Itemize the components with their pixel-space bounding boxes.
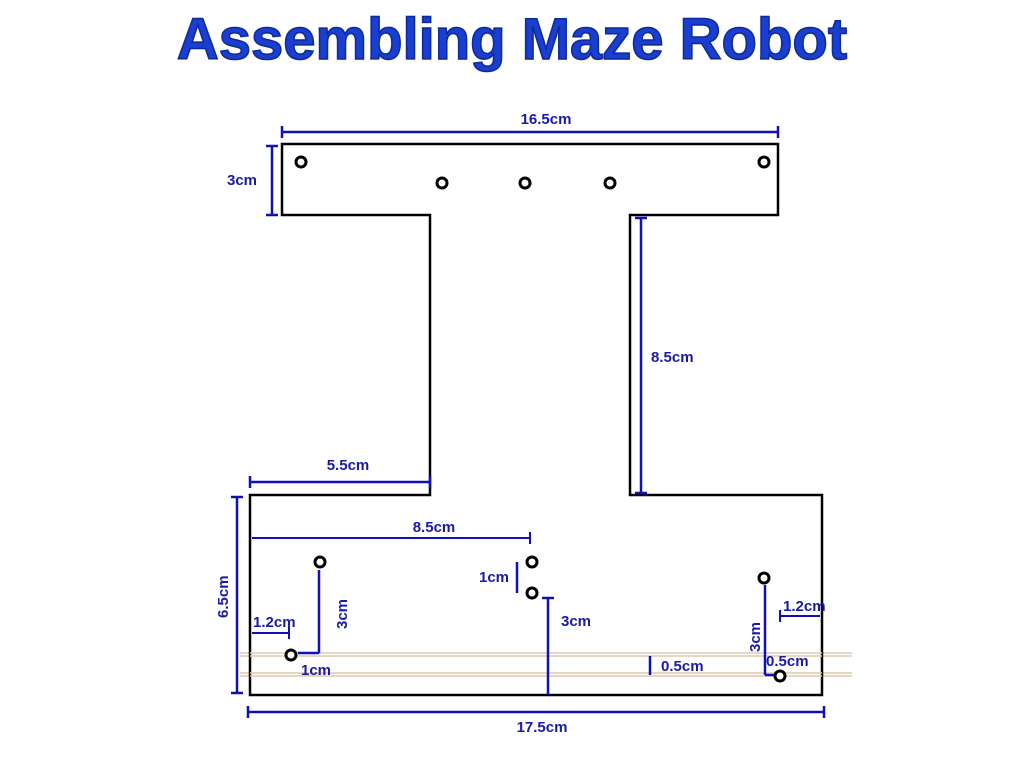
page-title: Assembling Maze Robot xyxy=(176,6,848,73)
dimension-label: 8.5cm xyxy=(413,519,456,536)
dimension-label: 3cm xyxy=(334,599,351,629)
mount-hole xyxy=(757,571,771,585)
mount-hole xyxy=(294,155,308,169)
mount-hole xyxy=(313,555,327,569)
mount-hole xyxy=(435,176,449,190)
dimension-label: 8.5cm xyxy=(651,349,694,366)
dimension-label: 0.5cm xyxy=(766,653,809,670)
dimension-right-vertical: 3cm xyxy=(747,585,774,677)
dimension-label: 1.2cm xyxy=(783,598,826,615)
dimension-top-width: 16.5cm xyxy=(280,111,780,138)
dimension-label: 17.5cm xyxy=(517,719,568,736)
dimension-left-shoulder: 5.5cm xyxy=(248,457,432,488)
dimension-label: 16.5cm xyxy=(521,111,572,128)
chassis-outline xyxy=(248,142,824,697)
dimension-left-bottom: 1cm xyxy=(301,662,331,679)
dimension-label: 0.5cm xyxy=(661,658,704,675)
dimension-top-height: 3cm xyxy=(227,144,278,217)
dimension-center-offset: 8.5cm xyxy=(252,519,531,544)
dimension-hole-spacing: 1cm xyxy=(479,562,519,593)
mount-hole xyxy=(525,586,539,600)
dimension-base-height: 6.5cm xyxy=(215,495,243,695)
dimension-right-inset: 1.2cm xyxy=(779,598,826,622)
dimension-center-drop: 3cm xyxy=(542,596,591,695)
dimension-left-vertical: 3cm xyxy=(298,570,351,655)
mount-hole xyxy=(284,648,298,662)
dimension-label: 6.5cm xyxy=(215,575,232,618)
dimension-base-width: 17.5cm xyxy=(246,706,826,736)
mount-hole xyxy=(518,176,532,190)
dimension-label: 3cm xyxy=(227,172,257,189)
dimension-label: 1cm xyxy=(479,569,509,586)
dimension-neck-height: 8.5cm xyxy=(635,216,694,495)
dimension-label: 5.5cm xyxy=(327,457,370,474)
dimension-label: 3cm xyxy=(561,613,591,630)
dimension-right-bottom: 0.5cm xyxy=(766,653,809,670)
mount-hole xyxy=(525,555,539,569)
mount-hole xyxy=(757,155,771,169)
mount-hole xyxy=(773,669,787,683)
dimension-rail-gap: 0.5cm xyxy=(648,656,704,675)
dimension-label: 1.2cm xyxy=(253,614,296,631)
mount-hole xyxy=(603,176,617,190)
dimension-left-inset: 1.2cm xyxy=(252,614,296,639)
dimension-label: 3cm xyxy=(747,622,764,652)
dimension-label: 1cm xyxy=(301,662,331,679)
